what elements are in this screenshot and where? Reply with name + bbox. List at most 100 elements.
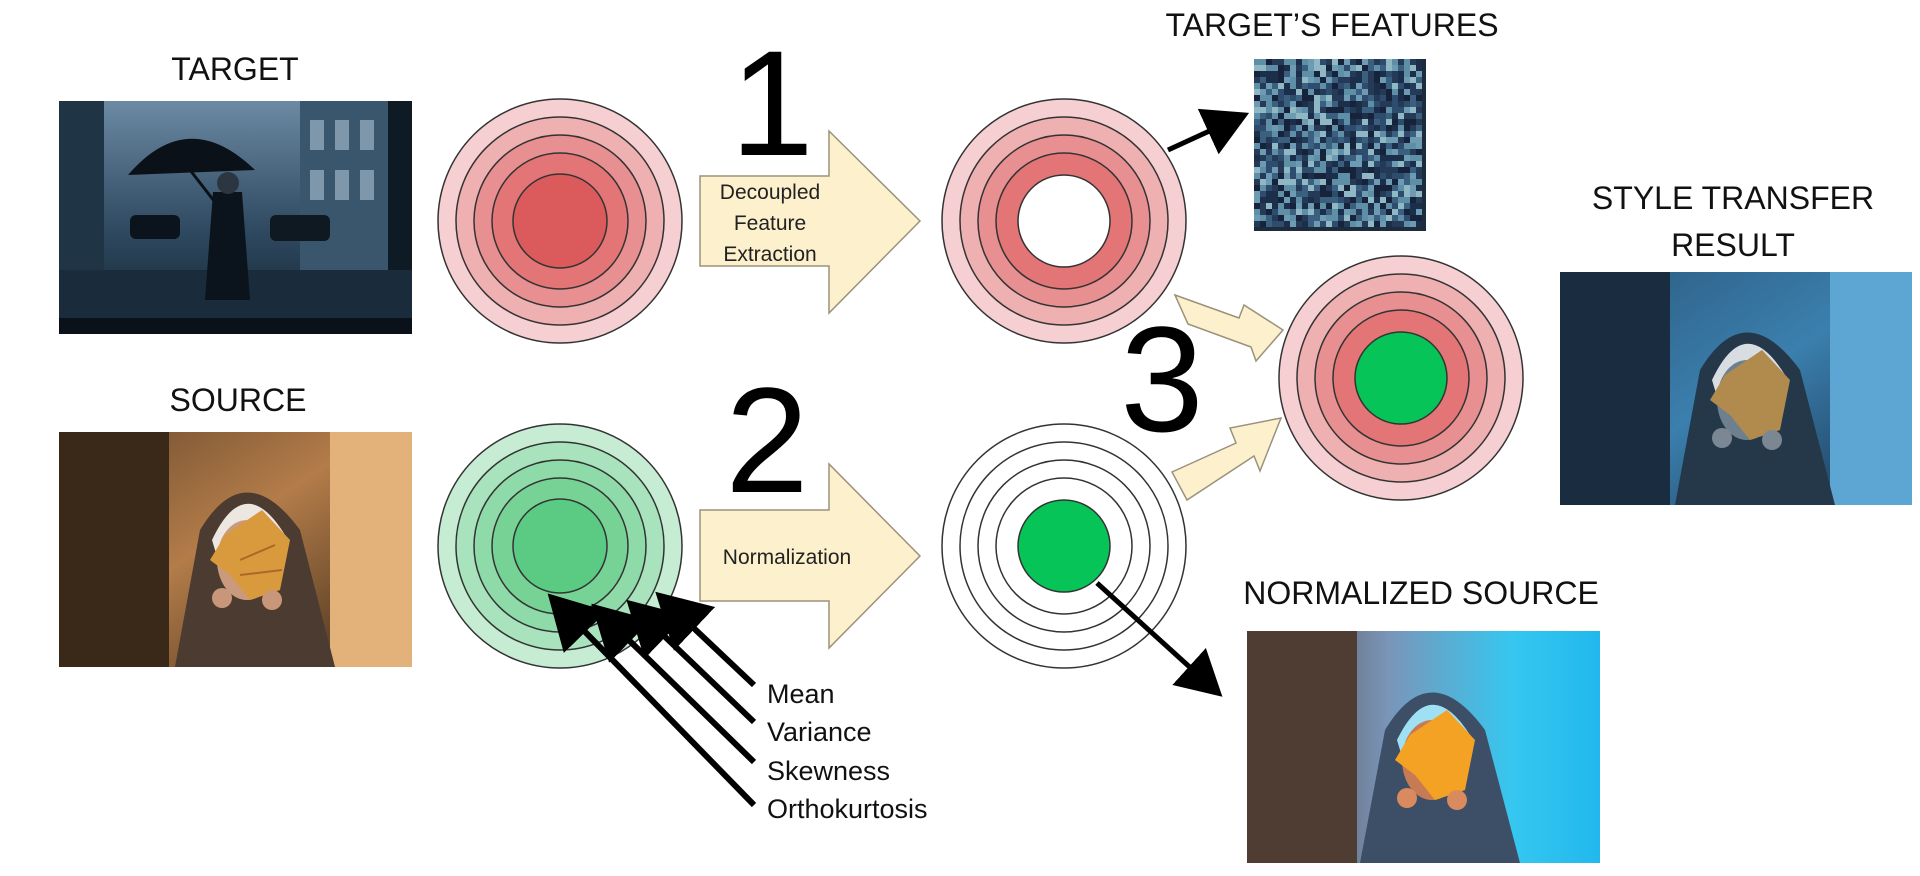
noise-pixel (1398, 155, 1404, 161)
noise-pixel (1404, 113, 1410, 119)
noise-pixel (1344, 143, 1350, 149)
noise-pixel (1356, 191, 1362, 197)
noise-pixel (1380, 137, 1386, 143)
noise-pixel (1260, 119, 1266, 125)
statistic-label-orthokurtosis: Orthokurtosis (767, 794, 928, 824)
noise-pixel (1296, 71, 1302, 77)
noise-pixel (1260, 167, 1266, 173)
noise-pixel (1374, 185, 1380, 191)
noise-pixel (1284, 119, 1290, 125)
noise-pixel (1260, 59, 1266, 65)
noise-pixel (1386, 83, 1392, 89)
noise-pixel (1404, 95, 1410, 101)
noise-pixel (1254, 215, 1260, 221)
noise-pixel (1374, 197, 1380, 203)
noise-pixel (1320, 89, 1326, 95)
noise-pixel (1416, 137, 1422, 143)
noise-pixel (1332, 185, 1338, 191)
noise-pixel (1320, 185, 1326, 191)
noise-pixel (1272, 77, 1278, 83)
noise-pixel (1266, 173, 1272, 179)
noise-pixel (1410, 131, 1416, 137)
noise-pixel (1260, 107, 1266, 113)
noise-pixel (1290, 215, 1296, 221)
noise-pixel (1308, 125, 1314, 131)
noise-pixel (1350, 221, 1356, 227)
noise-pixel (1308, 119, 1314, 125)
noise-pixel (1398, 95, 1404, 101)
noise-pixel (1362, 143, 1368, 149)
noise-pixel (1398, 83, 1404, 89)
noise-pixel (1308, 221, 1314, 227)
noise-pixel (1290, 71, 1296, 77)
noise-pixel (1302, 143, 1308, 149)
noise-pixel (1344, 155, 1350, 161)
noise-pixel (1398, 221, 1404, 227)
noise-pixel (1266, 185, 1272, 191)
noise-pixel (1296, 137, 1302, 143)
noise-pixel (1392, 149, 1398, 155)
noise-pixel (1308, 113, 1314, 119)
noise-pixel (1338, 101, 1344, 107)
noise-pixel (1284, 95, 1290, 101)
noise-pixel (1290, 59, 1296, 65)
noise-pixel (1404, 149, 1410, 155)
noise-pixel (1416, 191, 1422, 197)
noise-pixel (1332, 89, 1338, 95)
noise-pixel (1278, 119, 1284, 125)
noise-pixel (1320, 119, 1326, 125)
noise-pixel (1350, 125, 1356, 131)
noise-pixel (1320, 155, 1326, 161)
noise-pixel (1290, 95, 1296, 101)
noise-pixel (1380, 119, 1386, 125)
noise-pixel (1392, 161, 1398, 167)
noise-pixel (1296, 149, 1302, 155)
noise-pixel (1254, 137, 1260, 143)
noise-pixel (1404, 101, 1410, 107)
noise-pixel (1260, 71, 1266, 77)
noise-pixel (1380, 71, 1386, 77)
noise-pixel (1314, 167, 1320, 173)
noise-pixel (1314, 161, 1320, 167)
noise-pixel (1398, 191, 1404, 197)
noise-pixel (1290, 101, 1296, 107)
noise-pixel (1398, 197, 1404, 203)
noise-pixel (1392, 137, 1398, 143)
noise-pixel (1374, 125, 1380, 131)
noise-pixel (1266, 191, 1272, 197)
noise-pixel (1302, 173, 1308, 179)
noise-pixel (1410, 221, 1416, 227)
result-circles (1278, 255, 1524, 501)
noise-pixel (1332, 155, 1338, 161)
noise-pixel (1266, 119, 1272, 125)
noise-pixel (1266, 167, 1272, 173)
noise-pixel (1386, 167, 1392, 173)
noise-pixel (1356, 95, 1362, 101)
noise-pixel (1260, 125, 1266, 131)
noise-pixel (1284, 65, 1290, 71)
noise-pixel (1386, 179, 1392, 185)
noise-pixel (1410, 179, 1416, 185)
decoupled-feature-extraction-arrow (699, 129, 922, 315)
noise-pixel (1254, 95, 1260, 101)
noise-pixel (1392, 89, 1398, 95)
noise-pixel (1266, 107, 1272, 113)
noise-pixel (1278, 161, 1284, 167)
source-image (59, 432, 412, 667)
noise-pixel (1272, 59, 1278, 65)
noise-pixel (1314, 191, 1320, 197)
noise-pixel (1302, 203, 1308, 209)
noise-pixel (1374, 155, 1380, 161)
noise-pixel (1314, 215, 1320, 221)
noise-pixel (1410, 59, 1416, 65)
source-title: SOURCE (170, 382, 307, 418)
noise-pixel (1344, 179, 1350, 185)
noise-pixel (1392, 113, 1398, 119)
noise-pixel (1338, 107, 1344, 113)
noise-pixel (1410, 119, 1416, 125)
noise-pixel (1380, 209, 1386, 215)
noise-pixel (1338, 161, 1344, 167)
noise-pixel (1308, 143, 1314, 149)
noise-pixel (1344, 59, 1350, 65)
noise-pixel (1314, 137, 1320, 143)
